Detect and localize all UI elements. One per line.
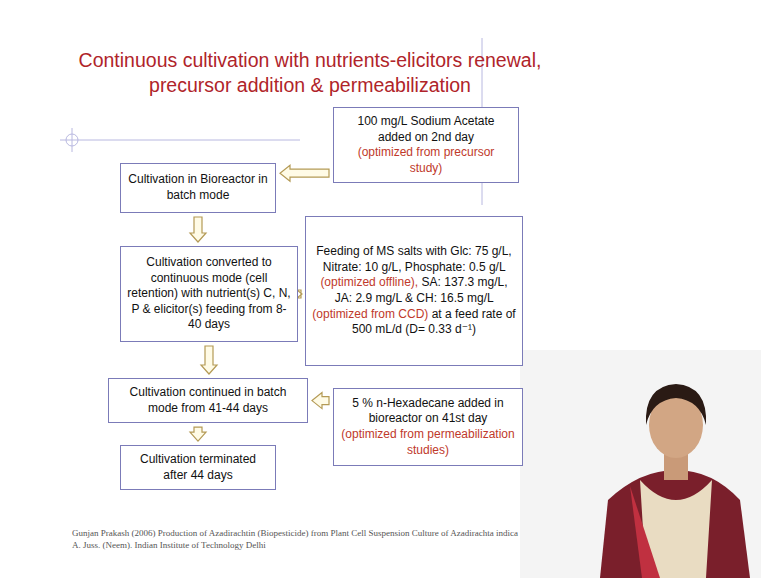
block-arrow: [280, 165, 329, 181]
block-arrow: [201, 346, 217, 374]
process-box: Cultivation terminated after 44 days: [120, 445, 276, 490]
box-text: Feeding of MS salts with Glc: 75 g/L, Ni…: [316, 244, 511, 274]
note-text: (optimized from permeabilization studies…: [340, 427, 516, 458]
box-text: 5 % n-Hexadecane added in bioreactor on …: [340, 396, 516, 427]
block-arrow: [190, 427, 206, 441]
note-text: (optimized from precursor study): [340, 145, 512, 176]
citation: Gunjan Prakash (2006) Production of Azad…: [72, 528, 522, 551]
box-text: Cultivation in Bioreactor in batch mode: [127, 172, 269, 203]
process-box: Cultivation converted to continuous mode…: [120, 246, 298, 342]
box-text: Cultivation continued in batch mode from…: [115, 385, 301, 416]
guide-line: [72, 128, 73, 152]
box-text: 100 mg/L Sodium Acetate added on 2nd day: [340, 114, 512, 145]
slide-title: Continuous cultivation with nutrients-el…: [60, 48, 560, 99]
process-box: Feeding of MS salts with Glc: 75 g/L, Ni…: [305, 216, 523, 366]
process-box: 5 % n-Hexadecane added in bioreactor on …: [333, 388, 523, 466]
block-arrow: [190, 217, 206, 242]
block-arrow: [312, 393, 329, 409]
box-text: Cultivation converted to continuous mode…: [127, 255, 291, 333]
process-box: Cultivation in Bioreactor in batch mode: [120, 163, 276, 213]
note-text: (optimized from CCD): [312, 307, 428, 321]
note-text: (optimized offline),: [320, 275, 418, 289]
presenter-figure: [520, 350, 761, 578]
process-box: 100 mg/L Sodium Acetate added on 2nd day…: [333, 107, 519, 183]
process-box: Cultivation continued in batch mode from…: [108, 378, 308, 423]
box-text: Cultivation terminated after 44 days: [127, 452, 269, 483]
guide-line: [60, 140, 300, 141]
